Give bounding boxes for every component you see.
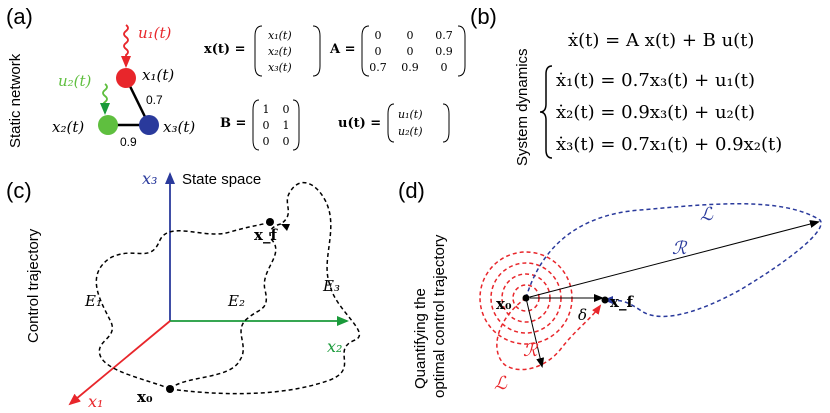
x-vector-name: x(t) = — [204, 42, 245, 57]
axis-x1 — [68, 320, 171, 406]
panel-c: (c) Control trajectory x₃ x₂ x₁ State sp… — [6, 169, 361, 411]
state-space-label: State space — [182, 171, 261, 188]
panel-a-label: (a) — [6, 4, 33, 29]
panel-c-side-title: Control trajectory — [25, 228, 42, 343]
trajectory-e3 — [169, 181, 361, 395]
a-cell: 0.7 — [435, 29, 453, 42]
u-vector-row-2: u₂(t) — [398, 125, 423, 138]
xf-label: x_f — [610, 293, 634, 311]
u-vector-name: u(t) = — [338, 116, 381, 131]
panel-a-side-title: Static network — [7, 53, 24, 148]
a-cell: 0 — [407, 29, 414, 42]
red-control-loop — [496, 297, 602, 371]
a-matrix-bracket-right — [457, 25, 466, 77]
axis-x3-label: x₃ — [142, 169, 157, 188]
dynamics-eq-3: ẋ₃(t) = 0.7x₁(t) + 0.9x₂(t) — [556, 134, 782, 155]
b-matrix-cells: 1 0 0 1 0 0 — [263, 103, 290, 148]
node-x2-label: x₂(t) — [52, 118, 84, 136]
a-cell: 0.9 — [401, 61, 419, 74]
u-vector-row-1: u₁(t) — [398, 108, 423, 121]
trajectory-e1 — [95, 221, 271, 390]
b-cell: 0 — [263, 119, 270, 132]
a-cell: 0.9 — [435, 45, 453, 58]
x-vector-row-2: x₂(t) — [268, 45, 292, 58]
delta-label: δ — [578, 306, 587, 324]
input-u1-squiggle — [121, 24, 131, 68]
a-cell: 0 — [407, 45, 414, 58]
xf-label: x_f — [254, 226, 278, 244]
xf-arrow-head — [281, 224, 290, 231]
input-u1-label: u₁(t) — [138, 24, 172, 42]
axis-x2-label: x₂ — [327, 337, 342, 356]
edge-weight-23: 0.9 — [120, 135, 137, 149]
b-matrix-bracket-left — [252, 99, 260, 151]
a-matrix-cells: 0 0 0.7 0 0 0.9 0.7 0.9 0 — [369, 29, 453, 74]
x-vector-bracket-left — [254, 25, 263, 77]
xf-point — [266, 218, 274, 226]
panel-b-label: (b) — [470, 4, 497, 29]
dynamics-eq-1: ẋ₁(t) = 0.7x₃(t) + u₁(t) — [556, 70, 755, 91]
panel-d-side-title-2: optimal control trajectory — [431, 234, 448, 398]
panel-d-label: (d) — [398, 178, 425, 203]
panel-b-side-title: System dynamics — [514, 48, 531, 166]
panel-d: (d) Quantifying the optimal control traj… — [398, 178, 822, 398]
a-cell: 0.7 — [369, 61, 387, 74]
path-e2-label: E₂ — [227, 292, 245, 310]
panel-d-side-title-1: Quantifying the — [412, 288, 429, 389]
x0-label: x₀ — [137, 388, 153, 406]
b-cell: 0 — [283, 135, 290, 148]
main-dynamics-equation: ẋ(t) = A x(t) + B u(t) — [568, 30, 754, 51]
u-vector-bracket-left — [387, 103, 395, 143]
axis-x1-label: x₁ — [88, 392, 103, 411]
b-matrix-bracket-right — [292, 99, 300, 151]
b-cell: 0 — [283, 103, 290, 116]
blue-control-loop — [525, 203, 822, 318]
u-vector-bracket-right — [442, 103, 450, 143]
node-x1-label: x₁(t) — [142, 66, 174, 84]
input-u2-squiggle — [100, 83, 110, 115]
panel-c-label: (c) — [6, 178, 32, 203]
path-e3-label: E₃ — [322, 277, 340, 295]
node-x3 — [139, 115, 159, 135]
node-x2 — [98, 115, 118, 135]
blue-l-label: ℒ — [700, 204, 714, 225]
panel-a: (a) Static network u₁(t) u₂(t) 0.7 0.9 x… — [6, 4, 466, 151]
b-cell: 1 — [283, 119, 290, 132]
input-u2-label: u₂(t) — [58, 72, 92, 90]
node-x3-label: x₃(t) — [163, 118, 195, 136]
x0-label: x₀ — [496, 295, 512, 313]
edge-weight-13: 0.7 — [146, 93, 163, 107]
state-vector-long — [525, 220, 820, 299]
state-vector-down — [525, 297, 545, 368]
red-l-label: ℒ — [494, 373, 508, 394]
a-matrix-bracket-left — [361, 25, 370, 77]
dynamics-eq-2: ẋ₂(t) = 0.9x₃(t) + u₂(t) — [556, 102, 755, 123]
x-vector-bracket-right — [312, 25, 321, 77]
b-matrix-name: B = — [220, 116, 246, 131]
a-cell: 0 — [375, 45, 382, 58]
x-vector-row-3: x₃(t) — [268, 61, 292, 74]
x0-point — [522, 294, 530, 302]
red-r-label: ℛ — [523, 340, 539, 361]
system-brace — [539, 65, 553, 159]
xf-point — [601, 296, 609, 304]
b-cell: 1 — [263, 103, 270, 116]
b-cell: 0 — [263, 135, 270, 148]
path-e1-label: E₁ — [84, 292, 102, 310]
panel-b: (b) System dynamics ẋ(t) = A x(t) + B u(… — [470, 4, 782, 166]
x0-point — [166, 385, 174, 393]
a-cell: 0 — [441, 61, 448, 74]
node-x1 — [116, 68, 136, 88]
trajectory-e2 — [169, 223, 282, 390]
a-cell: 0 — [375, 29, 382, 42]
x-vector-row-1: x₁(t) — [268, 29, 292, 42]
blue-r-label: ℛ — [672, 238, 688, 259]
a-matrix-name: A = — [329, 42, 356, 57]
